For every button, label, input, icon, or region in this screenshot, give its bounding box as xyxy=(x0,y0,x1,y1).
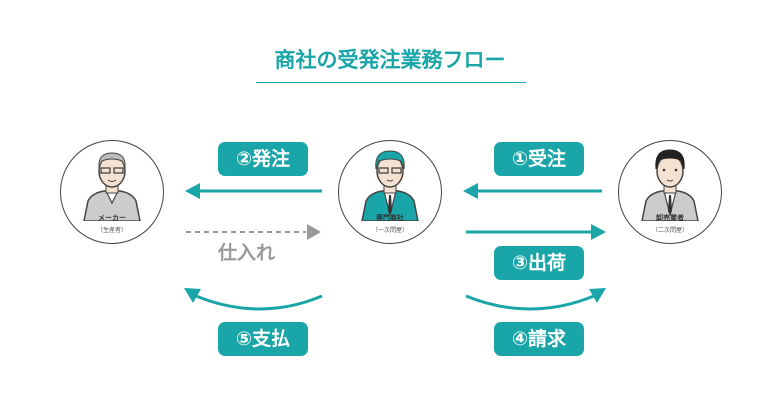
actor-name: 卸売業者 xyxy=(656,214,684,222)
label-purchase: 仕入れ xyxy=(218,242,276,264)
actor-manufacturer: メーカー （生産者） xyxy=(60,140,164,244)
businessman-icon xyxy=(641,149,699,221)
actor-sub: （一次問屋） xyxy=(371,227,408,234)
arrow-order-received xyxy=(463,183,602,199)
actor-wholesaler: 卸売業者 （二次問屋） xyxy=(618,140,722,244)
arrow-purchase xyxy=(186,224,321,240)
actor-name: 専門商社 xyxy=(376,214,404,222)
badge-order-received: ①受注 xyxy=(494,142,584,176)
badge-shipping: ③出荷 xyxy=(494,246,584,280)
actor-trading-company: 専門商社 （一次問屋） xyxy=(338,140,442,244)
businessman-glasses-icon xyxy=(361,150,419,221)
actor-sub: （生産者） xyxy=(96,227,127,234)
arrow-shipping xyxy=(466,224,606,240)
badge-order-placed: ②発注 xyxy=(218,142,308,176)
diagram-title: 商社の受発注業務フロー xyxy=(274,48,506,72)
badge-payment: ⑤支払 xyxy=(218,322,308,356)
badge-billing: ④請求 xyxy=(494,322,584,356)
title-underline xyxy=(256,82,526,83)
actor-sub: （二次問屋） xyxy=(651,227,688,234)
arrow-payment xyxy=(184,288,323,311)
arrow-order-placed xyxy=(185,183,322,199)
arrow-billing xyxy=(465,288,606,311)
actor-name: メーカー xyxy=(98,214,126,222)
elderly-man-icon xyxy=(83,152,141,221)
